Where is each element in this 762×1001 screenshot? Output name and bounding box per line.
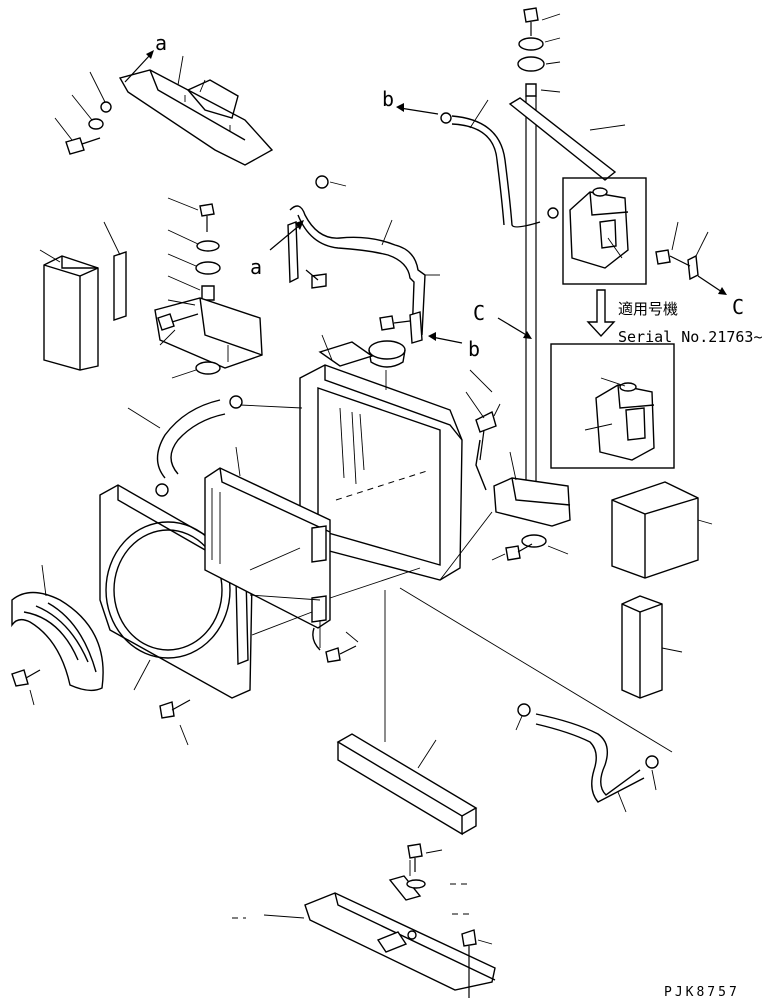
serial-note-line1: 適用号機 xyxy=(618,300,678,318)
support-stay xyxy=(525,96,537,500)
mount-bracket xyxy=(154,297,263,379)
radiator-filler-cap xyxy=(368,340,406,390)
bottom-bolt-stack xyxy=(406,843,493,998)
foam-block-right-tall xyxy=(621,595,683,699)
rubber-seal-bracket xyxy=(287,175,440,344)
ref-label-c-right: C xyxy=(732,295,744,319)
ref-label-a-top: a xyxy=(155,31,167,55)
tank-bracket-right xyxy=(655,221,709,281)
bolt-shroud-bottom xyxy=(159,699,191,746)
upper-left-bracket xyxy=(118,69,274,166)
mount-bolt-stack xyxy=(167,197,221,301)
seal-strip-left xyxy=(103,221,127,321)
drawing-code: PJK8757 xyxy=(664,985,740,1000)
bolt-washer-top-left xyxy=(54,71,112,155)
ref-label-c-mid: C xyxy=(473,301,485,325)
reserve-tank-frame xyxy=(562,177,647,285)
radiator-side-rail xyxy=(318,334,374,367)
reserve-tank-alt-frame xyxy=(550,343,675,469)
foam-block-right-large xyxy=(611,481,713,579)
arrow-c-mid xyxy=(497,317,532,339)
seal-bar-bottom xyxy=(336,733,478,836)
drain-cock xyxy=(465,391,501,491)
overflow-hose xyxy=(440,99,559,228)
upper-hose xyxy=(127,395,243,497)
bolt-radiator-top xyxy=(379,315,411,331)
bolt-fan-guard xyxy=(11,669,41,706)
lower-hose xyxy=(515,703,659,813)
serial-note-line2: Serial No.21763~ xyxy=(618,328,762,346)
down-arrow-serial xyxy=(586,289,616,338)
arrow-a-top xyxy=(124,50,154,83)
foam-block-left xyxy=(43,255,99,371)
ref-label-b-top: b xyxy=(382,87,394,111)
arrow-b-top xyxy=(396,103,439,115)
oil-cooler xyxy=(204,446,331,629)
stay-bar-top xyxy=(508,97,626,181)
hose-connection xyxy=(312,627,359,663)
radiator-core xyxy=(299,364,463,581)
tank-mount-stack xyxy=(517,7,561,97)
radiator-stay-bracket xyxy=(491,451,571,561)
fan-guard xyxy=(11,564,104,692)
arrow-b-mid xyxy=(428,332,463,344)
fan-shroud xyxy=(99,484,253,699)
bottom-cover-plate xyxy=(232,875,496,991)
ref-label-b-mid: b xyxy=(468,337,480,361)
arrow-a-mid xyxy=(269,220,304,251)
arrow-c-right xyxy=(697,275,727,295)
ref-label-a-mid: a xyxy=(250,255,262,279)
